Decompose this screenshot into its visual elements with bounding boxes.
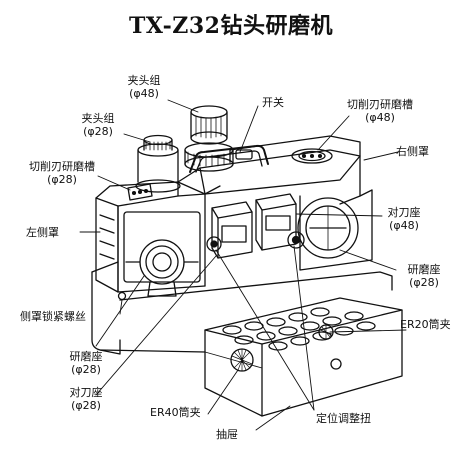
label-grind-seat-28-right-name: 研磨座 — [407, 263, 441, 276]
label-groove-28: 切削刃研磨槽 (φ28) — [18, 160, 106, 186]
label-positioning-knob: 定位调整扭 — [316, 412, 371, 425]
page-title: TX-Z32钻头研磨机 — [129, 13, 333, 39]
label-clamp-28-size: (φ28) — [83, 125, 113, 138]
label-switch: 开关 — [262, 96, 284, 109]
label-groove-48-size: (φ48) — [365, 111, 395, 124]
groove-48-top — [291, 148, 333, 164]
base-plinth — [91, 261, 393, 355]
label-clamp-28: 夹头组 (φ28) — [72, 112, 124, 138]
label-grind-seat-28-right: 研磨座 (φ28) — [398, 263, 450, 289]
label-clamp-48-name: 夹头组 — [127, 74, 161, 87]
label-groove-48-name: 切削刃研磨槽 — [347, 98, 413, 111]
drawer — [204, 297, 403, 417]
label-grind-seat-28-left-size: (φ28) — [71, 363, 101, 376]
label-grind-seat-28-left: 研磨座 (φ28) — [60, 350, 112, 376]
label-knife-seat-28: 对刀座 (φ28) — [60, 386, 112, 412]
label-cover-screw: 侧罩锁紧螺丝 — [20, 310, 86, 323]
label-er40: ER40筒夹 — [150, 406, 201, 419]
clamp-28-column — [127, 134, 181, 201]
leader-lines — [79, 99, 407, 431]
label-groove-48: 切削刃研磨槽 (φ48) — [336, 98, 424, 124]
right-cover — [297, 189, 373, 271]
label-clamp-48-size: (φ48) — [129, 87, 159, 100]
knobs — [117, 231, 305, 301]
label-groove-28-size: (φ28) — [47, 173, 77, 186]
label-knife-seat-48-size: (φ48) — [389, 219, 419, 232]
label-knife-seat-28-size: (φ28) — [71, 399, 101, 412]
main-upper-body — [177, 135, 361, 205]
label-left-cover: 左侧罩 — [26, 226, 59, 239]
left-grind-seat — [125, 239, 199, 297]
top-handle — [189, 144, 269, 173]
label-clamp-28-name: 夹头组 — [81, 112, 115, 125]
label-clamp-48: 夹头组 (φ48) — [118, 74, 170, 100]
label-knife-seat-28-name: 对刀座 — [69, 386, 103, 399]
label-knife-seat-48-name: 对刀座 — [387, 206, 421, 219]
clamp-48-column — [184, 105, 234, 172]
label-knife-seat-48: 对刀座 (φ48) — [378, 206, 430, 232]
center-knife-seats — [211, 193, 297, 259]
label-drawer: 抽屉 — [216, 428, 238, 441]
label-grind-seat-28-right-size: (φ28) — [409, 276, 439, 289]
label-groove-28-name: 切削刃研磨槽 — [29, 160, 95, 173]
label-right-cover: 右侧罩 — [396, 145, 429, 158]
left-cover-box — [95, 181, 221, 293]
label-er20: ER20筒夹 — [400, 318, 451, 331]
label-grind-seat-28-left-name: 研磨座 — [69, 350, 103, 363]
